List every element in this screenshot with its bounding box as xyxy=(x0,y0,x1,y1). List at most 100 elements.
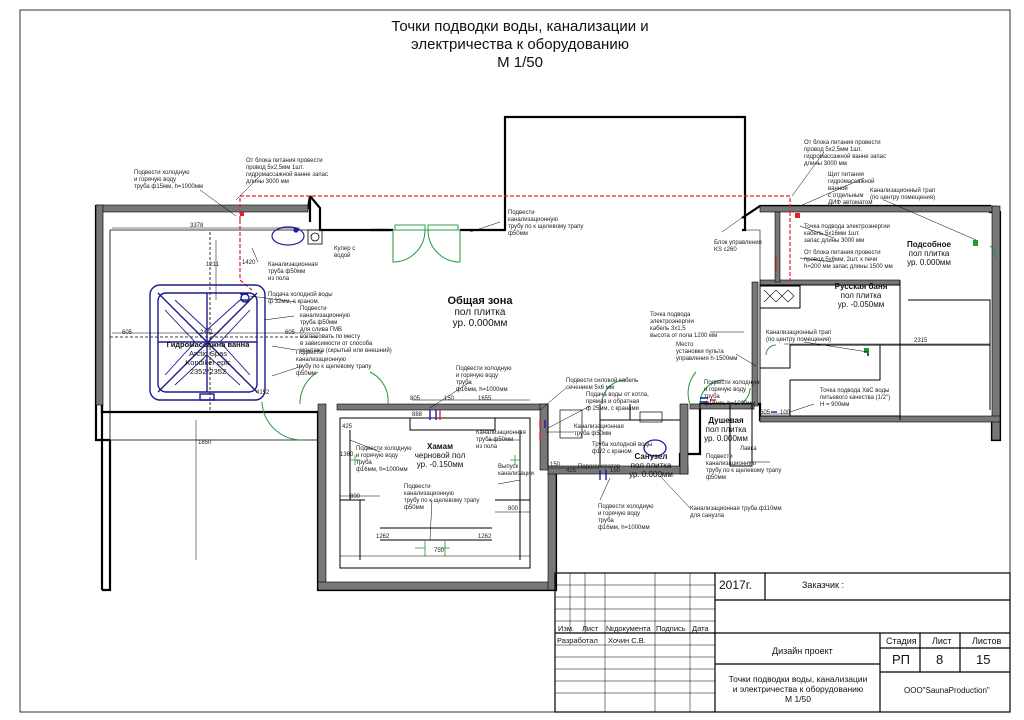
dim-17: 1262 xyxy=(478,534,492,540)
stamp-sheets: 15 xyxy=(976,652,991,667)
dim-23: 425 xyxy=(566,468,577,474)
note-14: От блока питания провести провод 5х6мм, … xyxy=(804,250,893,270)
note-10: От блока питания провести провод 5х2,5мм… xyxy=(804,140,886,167)
dim-19: 1360 xyxy=(340,452,354,458)
room-hamam-name: Хамам xyxy=(427,442,453,451)
note-29: Подвести канализационную трубу по к щеле… xyxy=(404,484,480,511)
room-podsobnoe-floor: пол плитка xyxy=(908,249,950,258)
wall-fills xyxy=(95,204,1001,591)
room-shower-level: ур. 0.000мм xyxy=(704,434,748,443)
dim-15: 800 xyxy=(508,506,519,512)
dim-24: 150 xyxy=(550,462,561,468)
dim-3: 605 xyxy=(122,330,133,336)
dim-5: 1420 xyxy=(242,260,256,266)
dim-7: 605 xyxy=(285,330,296,336)
note-15: Точка подвода электроэнергии кабель 3х1,… xyxy=(650,312,718,339)
water-points xyxy=(240,293,869,480)
dim-13: 425 xyxy=(342,424,353,430)
room-russian-bath-name: Русская баня xyxy=(834,282,888,291)
stamp-company: ООО"SaunaProduction" xyxy=(904,686,990,695)
stamp-year: 2017г. xyxy=(719,578,752,592)
dim-9: 805 xyxy=(410,396,421,402)
dim-18: 750 xyxy=(434,548,445,554)
room-shower-name: Душевая xyxy=(708,416,744,425)
toilet xyxy=(643,439,667,457)
electric-lines xyxy=(239,195,791,291)
note-19: Подвести холодную и горячую воду труба ф… xyxy=(456,366,512,393)
jacuzzi-model: Arctic Spas xyxy=(189,349,227,358)
note-21: Подача воды от котла, прямая и обратная … xyxy=(586,392,649,412)
note-22: Подвести холодную и горячую воду труба ф… xyxy=(704,380,760,407)
dim-14: 800 xyxy=(350,494,361,500)
room-jacuzzi: Гидромассажна ванна Arctic Spas Kondiker… xyxy=(166,340,250,376)
room-hamam: Хамам черновой пол ур. -0.150мм xyxy=(408,442,472,469)
stamp-stage: РП xyxy=(892,652,911,667)
stamp-drawing-title: Точки подводки воды, канализации и элект… xyxy=(728,674,868,704)
note-8: Подвести канализационную трубу по к щеле… xyxy=(508,210,584,237)
note-16: Место установки пульта управления h-1500… xyxy=(676,342,738,362)
room-wc-name: Санузел xyxy=(634,452,668,461)
stamp-stage-label: Стадия xyxy=(886,636,917,646)
dim-1: 3378 xyxy=(190,223,204,229)
power-points xyxy=(240,212,978,353)
stamp-sheets-label: Листов xyxy=(972,636,1002,646)
dim-20: 605 xyxy=(760,410,771,416)
title-line-3: М 1/50 xyxy=(497,54,543,71)
note-20: Подвести силовой кабель сечением 5х6 мм xyxy=(566,378,639,391)
room-hamam-level: ур. -0.150мм xyxy=(416,460,464,469)
note-31: Подвести холодную и горячую воду труба ф… xyxy=(598,504,654,531)
title-line-1: Точки подводки воды, канализации и xyxy=(391,18,649,35)
wet-zone-outline xyxy=(547,404,753,467)
dim-10: 150 xyxy=(444,396,455,402)
stamp-customer-label: Заказчик : xyxy=(802,580,844,590)
note-27: Подвести холодную и горячую воду труба ф… xyxy=(356,446,412,473)
title-line-2: электричества к оборудованию xyxy=(411,36,629,53)
stamp-project-type: Дизайн проект xyxy=(772,646,833,656)
dim-11: 1655 xyxy=(478,396,492,402)
note-23: Канализационная труба ф50мм из пола xyxy=(476,430,526,450)
room-wc: Санузел пол плитка ур. 0.000мм xyxy=(614,452,688,479)
dim-2: 1211 xyxy=(206,262,219,268)
note-26: Парогенератор xyxy=(578,464,621,470)
russian-bath-outline xyxy=(759,280,991,420)
door-panels xyxy=(394,224,459,231)
dim-22: 2315 xyxy=(914,338,928,344)
stamp-sheet: 8 xyxy=(936,652,944,667)
leader-lines xyxy=(199,151,977,541)
room-shower-floor: пол плитка xyxy=(705,425,747,434)
note-7: Подвести канализационную трубу по к щеле… xyxy=(296,350,372,377)
room-wc-floor: пол плитка xyxy=(630,461,672,470)
drawing-title: Точки подводки воды, канализации и элект… xyxy=(330,18,710,72)
jacuzzi-name: Гидромассажна ванна xyxy=(166,340,250,349)
jacuzzi xyxy=(149,284,266,401)
dim-21: 100 xyxy=(780,410,791,416)
room-main: Общая зона пол плитка ур. 0.000мм xyxy=(420,296,540,330)
stamp-header-list: Лист xyxy=(582,624,599,633)
room-podsobnoe-name: Подсобное xyxy=(907,240,951,249)
note-25: Труба холодной воды ф1/2 с краном xyxy=(592,442,653,455)
note-9: Блок управления KS c260 xyxy=(714,240,762,253)
room-russian-bath-floor: пол плитка xyxy=(840,291,882,300)
note-1: Подвести холодную и горячую воду труба ф… xyxy=(134,170,204,190)
note-12: Канализационный трап (по центру помещени… xyxy=(870,188,936,201)
jacuzzi-room-outline xyxy=(109,229,320,441)
note-11: Щит питания гидромассажной ванной с отде… xyxy=(828,172,875,206)
hamam-outline xyxy=(339,417,531,569)
note-2: От блока питания провести провод 5х2,5мм… xyxy=(246,158,328,185)
water-cooler xyxy=(307,229,323,245)
room-russian-bath-level: ур. -0.050мм xyxy=(837,300,885,309)
doors xyxy=(261,229,997,441)
stamp-sheet-label: Лист xyxy=(932,636,952,646)
stamp-header-date: Дата xyxy=(692,624,709,633)
note-18: Точка подвода ХвС воды питьевого качеств… xyxy=(820,388,891,408)
stamp-developed-label: Разработал xyxy=(557,636,598,645)
room-shower: Душевая пол плитка ур. 0.000мм xyxy=(696,416,756,443)
jacuzzi-size: 2352*2352 xyxy=(189,367,227,376)
dim-8: 4152 xyxy=(256,390,270,396)
room-main-level: ур. 0.000мм xyxy=(452,318,508,329)
dim-6: 1850 xyxy=(198,440,212,446)
note-17: Канализационный трап (по центру помещени… xyxy=(766,330,832,343)
note-28: Выпуск канализации xyxy=(498,464,534,477)
